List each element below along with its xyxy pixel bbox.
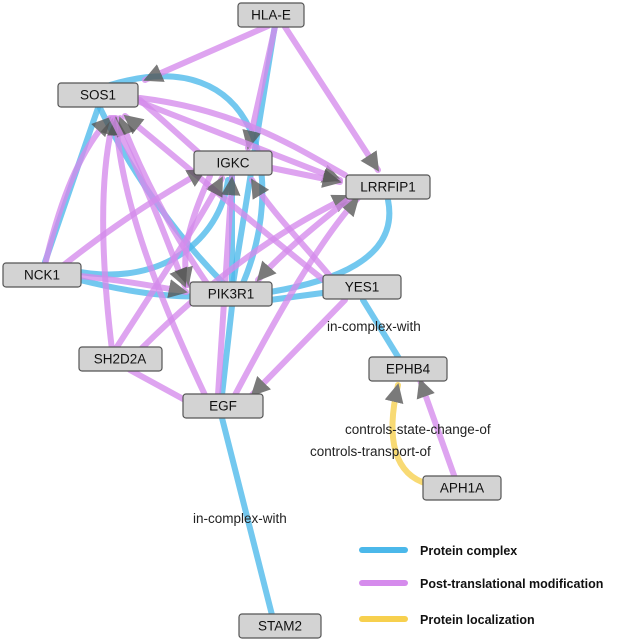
edge-nck1-igkc-ptm bbox=[57, 167, 208, 271]
edge-hlae-lrrfip1 bbox=[282, 24, 381, 173]
node-egf[interactable]: EGF bbox=[182, 393, 264, 419]
legend: Protein complex Post-translational modif… bbox=[359, 544, 603, 627]
edge-label-yes1-ephb4: in-complex-with bbox=[327, 319, 421, 334]
node-sh2d2a[interactable]: SH2D2A bbox=[78, 346, 163, 372]
edge-nck1-sos1 bbox=[42, 115, 113, 268]
node-label: NCK1 bbox=[24, 268, 60, 283]
legend-label-protein-complex: Protein complex bbox=[420, 544, 517, 558]
edge-pik3r1-egf bbox=[219, 303, 235, 398]
legend-label-protein-localization: Protein localization bbox=[420, 613, 535, 627]
node-label: HLA-E bbox=[251, 8, 291, 23]
edge-label-aph1a-ephb4-state: controls-state-change-of bbox=[345, 422, 491, 437]
edge-aph1a-ephb4-localization bbox=[384, 382, 431, 487]
node-hla-e[interactable]: HLA-E bbox=[237, 2, 305, 28]
node-sos1[interactable]: SOS1 bbox=[57, 82, 139, 108]
node-nck1[interactable]: NCK1 bbox=[2, 262, 82, 288]
edge-label-egf-stam2: in-complex-with bbox=[193, 511, 287, 526]
node-stam2[interactable]: STAM2 bbox=[238, 613, 322, 639]
edge-sos1-pik3r1-ptm bbox=[109, 115, 188, 289]
edge-yes1-egf bbox=[249, 297, 348, 398]
protein-localization-edges bbox=[384, 382, 431, 487]
edge-label-aph1a-ephb4-transport: controls-transport-of bbox=[310, 444, 431, 459]
edge-sos1-lrrfip1 bbox=[137, 99, 343, 183]
node-label: IGKC bbox=[216, 156, 249, 171]
edge-sh2d2a-egf bbox=[127, 367, 188, 403]
edge-nck1-pik3r1-ptm bbox=[77, 273, 189, 299]
node-label: EPHB4 bbox=[386, 362, 431, 377]
node-label: EGF bbox=[209, 399, 237, 414]
edge-yes1-igkc bbox=[249, 177, 338, 285]
edge-yes1-ephb4 bbox=[360, 297, 403, 363]
node-label: STAM2 bbox=[258, 619, 302, 634]
edge-egf-sos1 bbox=[107, 115, 208, 398]
legend-label-ptm: Post-translational modification bbox=[420, 577, 603, 591]
edge-lrrfip1-pik3r1 bbox=[255, 195, 353, 283]
edge-sh2d2a-lrrfip1 bbox=[137, 193, 353, 353]
node-ephb4[interactable]: EPHB4 bbox=[368, 356, 448, 382]
node-aph1a[interactable]: APH1A bbox=[422, 475, 502, 501]
edge-labels: in-complex-with controls-state-change-of… bbox=[193, 319, 491, 526]
nodes: HLA-E SOS1 IGKC LRRFIP1 NCK1 PIK3R1 YES1 bbox=[2, 2, 502, 639]
node-label: SOS1 bbox=[80, 88, 116, 103]
node-yes1[interactable]: YES1 bbox=[322, 274, 402, 300]
edge-sos1-lrrfip1-b bbox=[137, 95, 348, 178]
edge-egf-stam2 bbox=[219, 415, 275, 618]
node-label: SH2D2A bbox=[94, 352, 147, 367]
edge-pik3r1-yes1 bbox=[267, 289, 333, 303]
node-label: APH1A bbox=[440, 481, 484, 496]
edge-egf-lrrfip1 bbox=[232, 195, 361, 398]
node-pik3r1[interactable]: PIK3R1 bbox=[189, 281, 273, 307]
ptm-edges bbox=[42, 23, 458, 481]
node-label: YES1 bbox=[345, 280, 380, 295]
edge-sh2d2a-sos1 bbox=[100, 115, 119, 353]
node-igkc[interactable]: IGKC bbox=[193, 150, 273, 176]
edge-aph1a-ephb4 bbox=[416, 377, 458, 481]
node-lrrfip1[interactable]: LRRFIP1 bbox=[345, 174, 431, 200]
edge-sh2d2a-igkc bbox=[112, 175, 225, 353]
node-label: PIK3R1 bbox=[208, 287, 255, 302]
edge-igkc-lrrfip1 bbox=[259, 163, 343, 188]
node-label: LRRFIP1 bbox=[360, 180, 416, 195]
edge-hlae-sos1 bbox=[142, 23, 271, 83]
